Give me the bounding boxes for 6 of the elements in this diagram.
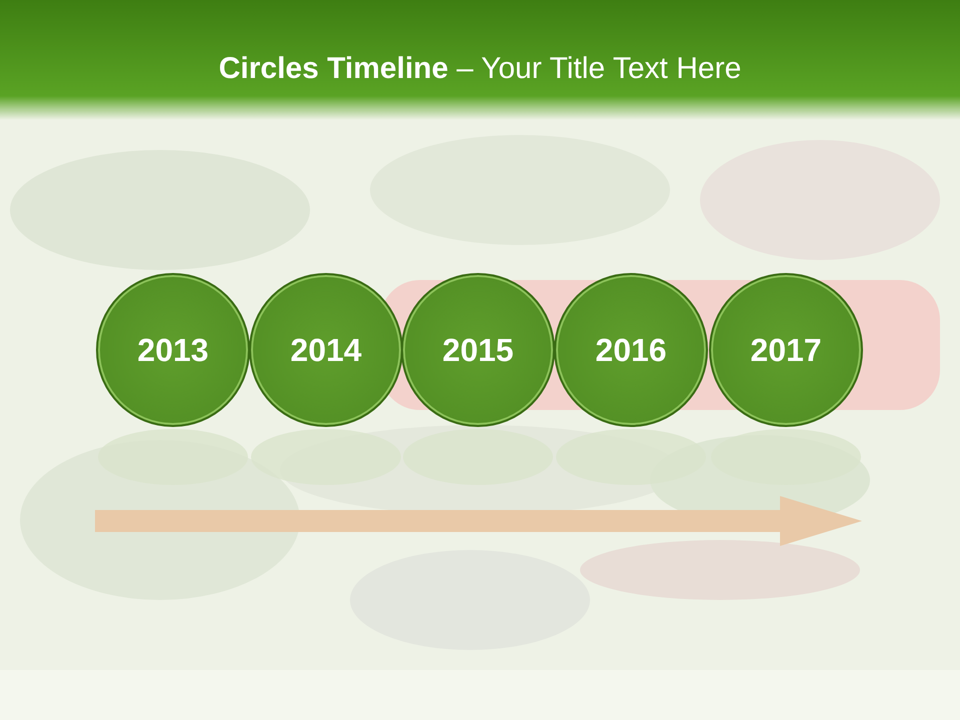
year-label: 2015 [442, 332, 514, 368]
year-label: 2017 [750, 332, 822, 368]
year-label: 2013 [137, 332, 209, 368]
year-label: 2014 [290, 332, 362, 368]
year-label: 2016 [595, 332, 667, 368]
title: Circles Timeline – Your Title Text Here [218, 52, 742, 86]
